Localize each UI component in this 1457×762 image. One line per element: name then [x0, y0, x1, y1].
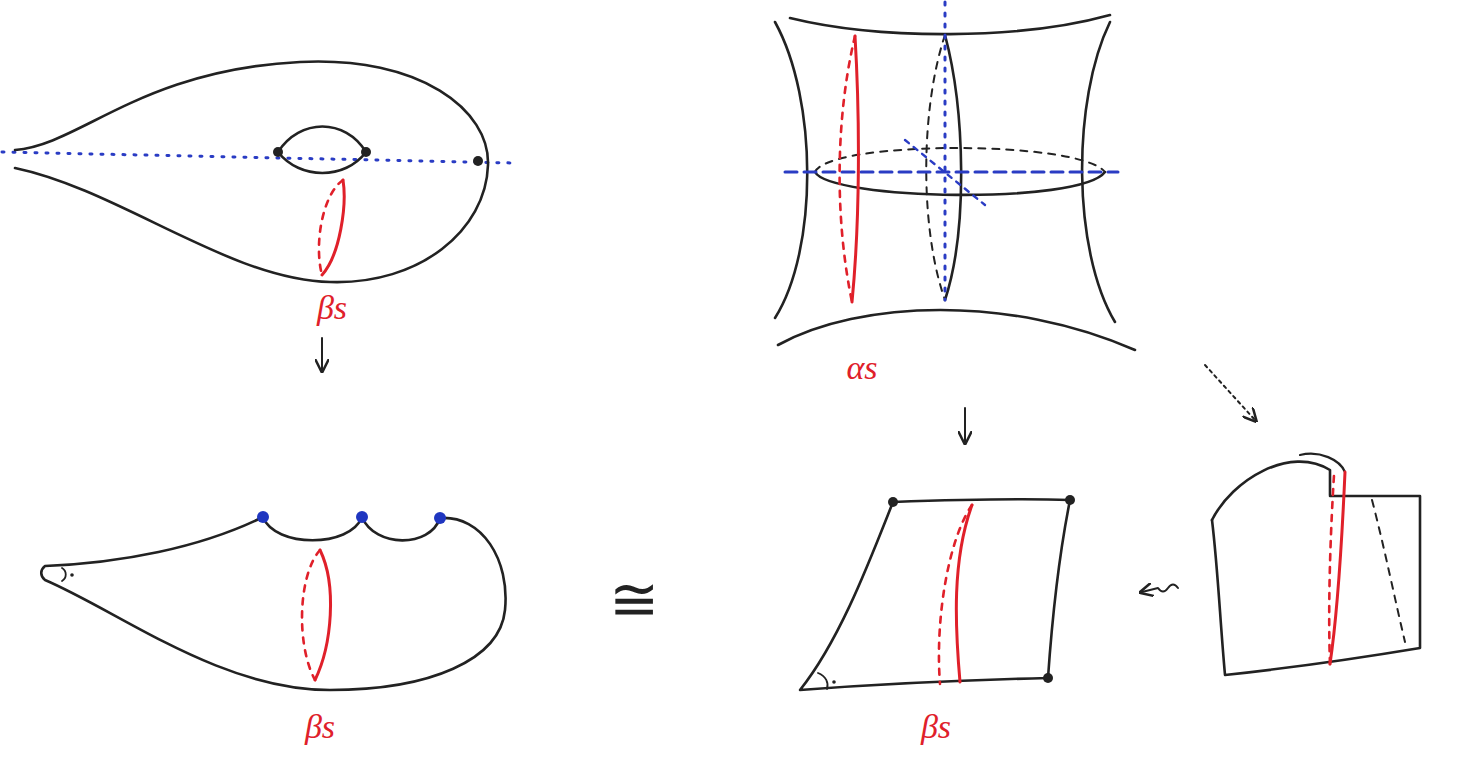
- curve-solid: [322, 180, 344, 275]
- cone-angle: [62, 568, 66, 581]
- quotient-arrow: [1205, 365, 1255, 420]
- fixed-point: [273, 147, 283, 157]
- cone-angle: [818, 673, 828, 689]
- curve-solid: [1330, 472, 1345, 664]
- curve-label: αs: [846, 349, 877, 386]
- label-holder: αs: [846, 351, 877, 385]
- curve-hidden: [939, 505, 972, 684]
- surface-edge: [778, 310, 1135, 350]
- fixed-point: [473, 156, 483, 166]
- curve-label: βs: [921, 708, 951, 745]
- corner-point: [257, 511, 269, 523]
- symmetry-axis: [785, 171, 1118, 174]
- curve-solid: [852, 36, 858, 302]
- curve-hidden: [1329, 475, 1334, 664]
- cone-dot: [832, 680, 836, 684]
- fold-outline: [1212, 496, 1420, 675]
- corner-point: [1065, 495, 1075, 505]
- corner-point: [434, 512, 446, 524]
- neck-back: [926, 35, 945, 300]
- curve-hidden: [302, 550, 320, 680]
- surface-edge: [790, 15, 1110, 34]
- quotient-arrow: [964, 408, 966, 442]
- curve-hidden: [840, 36, 855, 302]
- neck-front: [945, 35, 961, 300]
- symmetry-axis: [905, 140, 985, 205]
- label-holder: βs: [921, 710, 951, 744]
- fold-curl: [1300, 454, 1345, 472]
- curve-label: βs: [317, 289, 347, 326]
- corner-point: [356, 511, 368, 523]
- fixed-point: [361, 147, 371, 157]
- isomorphism-symbol: ≅: [609, 567, 659, 633]
- corner-point: [1043, 673, 1053, 683]
- curve-hidden: [319, 180, 343, 275]
- symmetry-axis: [944, 2, 947, 300]
- corner-point: [888, 497, 898, 507]
- orbifold-outline: [41, 517, 505, 690]
- orbifold-outline: [800, 499, 1070, 690]
- fold-curl: [1212, 462, 1330, 520]
- symmetry-axis: [2, 152, 514, 163]
- label-holder: βs: [305, 710, 335, 744]
- identification-arrow: [1142, 585, 1178, 593]
- curve-label: βs: [305, 708, 335, 745]
- surface-edge: [775, 22, 807, 318]
- fold-hidden-edge: [1372, 500, 1405, 642]
- label-holder: ≅: [609, 570, 659, 630]
- surface-outline: [15, 62, 488, 283]
- quotient-arrow: [321, 338, 323, 370]
- cone-dot: [70, 573, 74, 577]
- curve-solid: [315, 550, 331, 680]
- label-holder: βs: [317, 291, 347, 325]
- surface-hole: [278, 127, 366, 174]
